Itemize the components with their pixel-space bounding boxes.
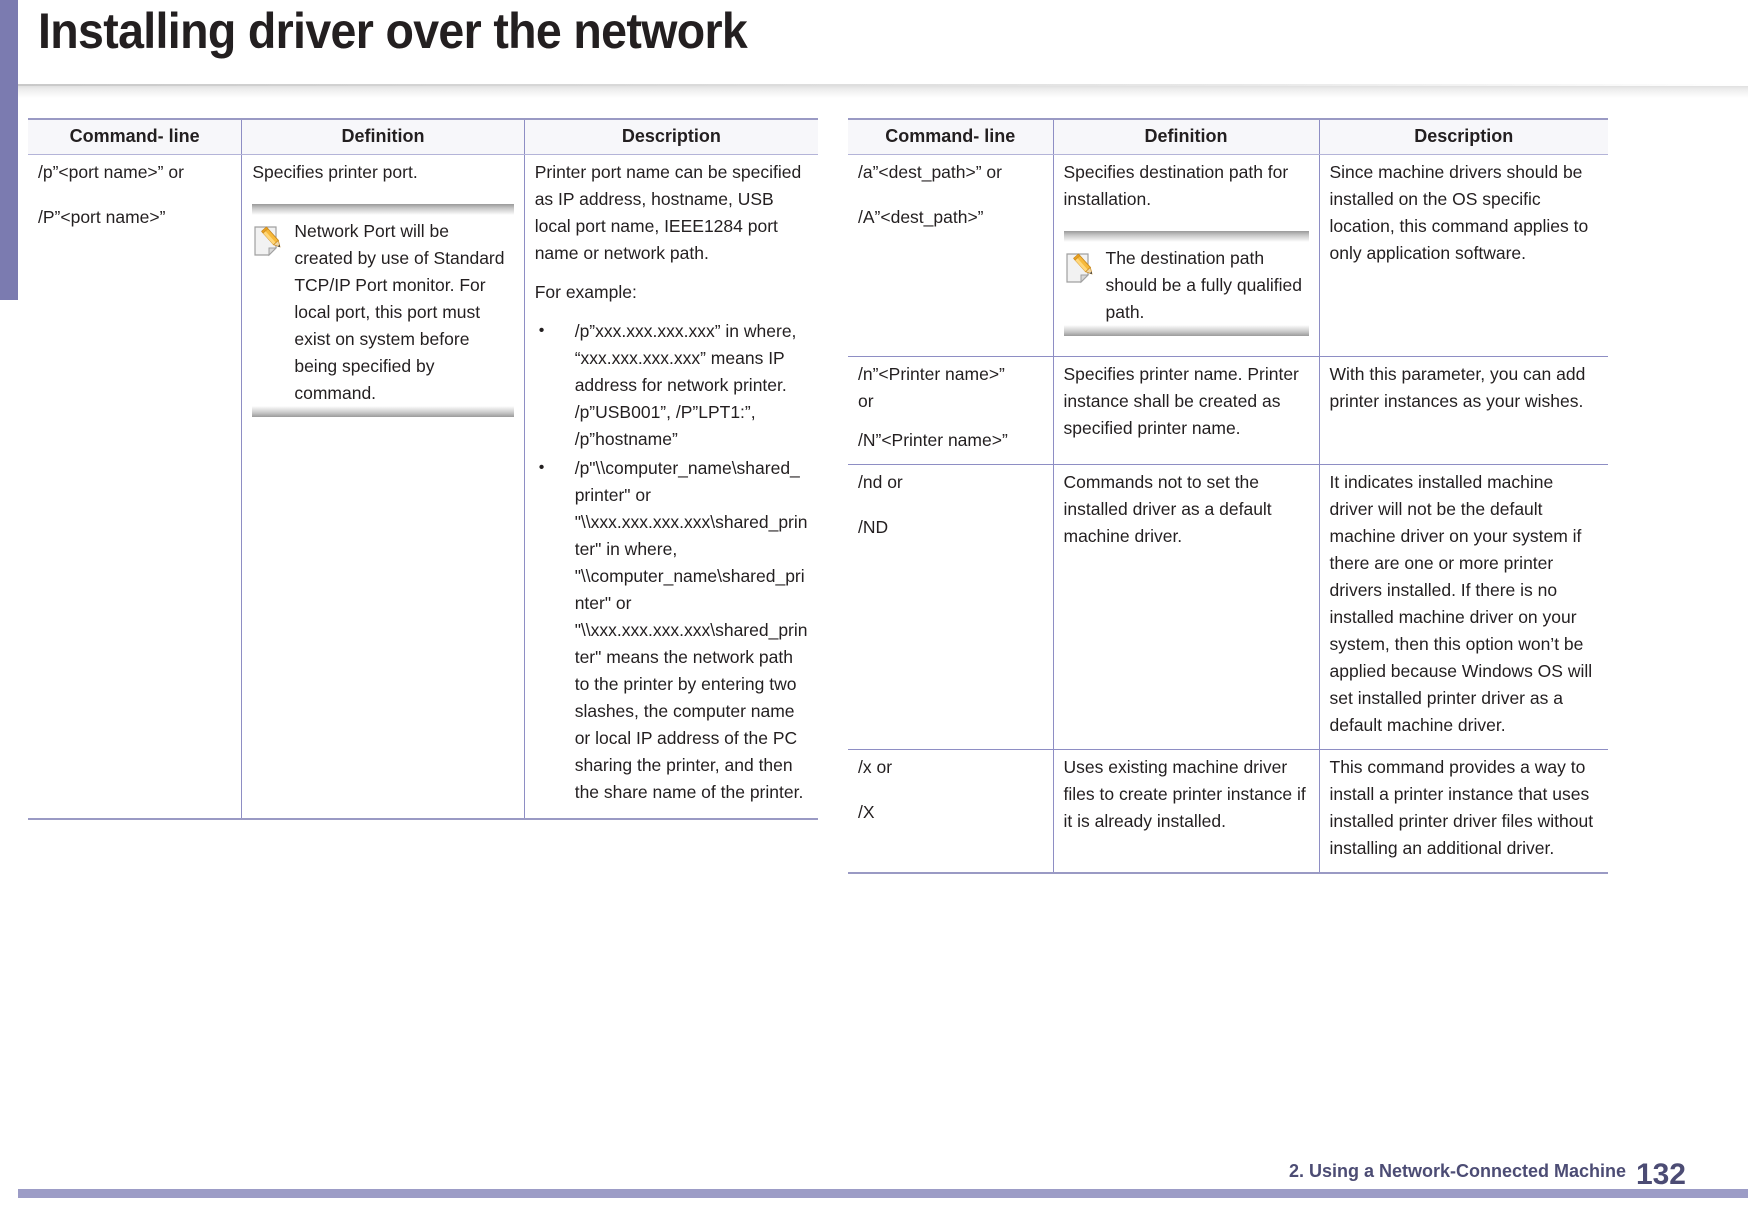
cell-definition: Uses existing machine driver files to cr… (1052, 749, 1319, 874)
command-line-variant-2: /A”<dest_path>” (858, 207, 984, 227)
table-row: /nd or /ND Commands not to set the insta… (848, 464, 1608, 750)
column-header-definition: Definition (1052, 118, 1319, 155)
footer-chapter-label: 2. Using a Network-Connected Machine (1288, 1161, 1626, 1181)
page-number: 132 (1635, 1158, 1686, 1191)
command-reference-table-right: Command- line Definition Description /a”… (848, 118, 1608, 874)
cell-command-line: /x or /X (848, 749, 1053, 874)
command-reference-table-left: Command- line Definition Description /p”… (28, 118, 818, 820)
definition-text: Specifies printer port. (252, 162, 418, 182)
description-paragraph-2: For example: (534, 282, 637, 302)
table-row: /n”<Printer name>” or /N”<Printer name>”… (848, 356, 1608, 465)
command-line-variant-1: /x or (858, 757, 893, 777)
command-line-conjunction: or (858, 391, 874, 411)
description-text: Since machine drivers should be installe… (1329, 162, 1589, 263)
cell-definition: Commands not to set the installed driver… (1052, 464, 1319, 750)
definition-text: Commands not to set the installed driver… (1063, 472, 1272, 546)
list-item: /p"\\computer_name\shared_printer" or "\… (535, 454, 808, 806)
note-box: Network Port will be created by use of S… (252, 204, 515, 417)
table-header-row: Command- line Definition Description (848, 118, 1608, 155)
column-header-definition: Definition (241, 118, 525, 155)
description-bullet-list: /p”xxx.xxx.xxx.xxx” in where, “xxx.xxx.x… (535, 317, 808, 806)
cell-command-line: /nd or /ND (848, 464, 1053, 750)
cell-definition: Specifies destination path for installat… (1052, 154, 1319, 357)
command-line-variant-2: /ND (858, 517, 889, 537)
note-text: Network Port will be created by use of S… (294, 221, 505, 403)
cell-description: Since machine drivers should be installe… (1318, 154, 1608, 357)
list-item: /p”xxx.xxx.xxx.xxx” in where, “xxx.xxx.x… (535, 317, 808, 453)
content-columns: Command- line Definition Description /p”… (0, 118, 1748, 874)
note-pencil-icon (252, 224, 284, 258)
command-line-variant-2: /N”<Printer name>” (858, 430, 1008, 450)
page-header: Installing driver over the network (0, 0, 1748, 300)
definition-text: Specifies printer name. Printer instance… (1063, 364, 1299, 438)
definition-text: Uses existing machine driver files to cr… (1063, 757, 1306, 831)
command-line-variant-2: /P”<port name>” (38, 207, 166, 227)
cell-command-line: /p”<port name>” or /P”<port name>” (28, 154, 242, 820)
column-header-command-line: Command- line (28, 118, 242, 155)
command-line-variant-1: /n”<Printer name>” (858, 364, 1005, 384)
cell-definition: Specifies printer name. Printer instance… (1052, 356, 1319, 465)
title-underline-divider (18, 84, 1748, 98)
definition-text: Specifies destination path for installat… (1063, 162, 1289, 209)
description-text: This command provides a way to install a… (1329, 757, 1594, 858)
column-header-description: Description (523, 118, 818, 155)
note-pencil-icon (1064, 251, 1096, 285)
table-header-row: Command- line Definition Description (28, 118, 818, 155)
footer-divider (18, 1189, 1748, 1198)
cell-description: Printer port name can be specified as IP… (523, 154, 818, 820)
description-text: It indicates installed machine driver wi… (1329, 472, 1593, 735)
cell-command-line: /n”<Printer name>” or /N”<Printer name>” (848, 356, 1053, 465)
command-line-variant-2: /X (858, 802, 875, 822)
table-row: /p”<port name>” or /P”<port name>” Speci… (28, 154, 818, 820)
table-row: /x or /X Uses existing machine driver fi… (848, 749, 1608, 874)
column-header-description: Description (1318, 118, 1608, 155)
table-row: /a”<dest_path>” or /A”<dest_path>” Speci… (848, 154, 1608, 357)
description-paragraph-1: Printer port name can be specified as IP… (534, 162, 802, 263)
cell-description: This command provides a way to install a… (1318, 749, 1608, 874)
cell-definition: Specifies printer port. (241, 154, 525, 820)
right-column: Command- line Definition Description /a”… (848, 118, 1608, 874)
note-text: The destination path should be a fully q… (1105, 248, 1303, 322)
command-line-variant-1: /nd or (858, 472, 903, 492)
page-title: Installing driver over the network (38, 3, 748, 59)
page-footer: 2. Using a Network-Connected Machine 132 (0, 1152, 1748, 1198)
cell-description: With this parameter, you can add printer… (1318, 356, 1608, 465)
note-box: The destination path should be a fully q… (1063, 231, 1309, 336)
left-column: Command- line Definition Description /p”… (28, 118, 818, 874)
command-line-variant-1: /p”<port name>” or (38, 162, 184, 182)
cell-description: It indicates installed machine driver wi… (1318, 464, 1608, 750)
description-text: With this parameter, you can add printer… (1329, 364, 1586, 411)
left-accent-bar (0, 0, 18, 300)
column-header-command-line: Command- line (848, 118, 1053, 155)
cell-command-line: /a”<dest_path>” or /A”<dest_path>” (848, 154, 1053, 357)
command-line-variant-1: /a”<dest_path>” or (858, 162, 1002, 182)
